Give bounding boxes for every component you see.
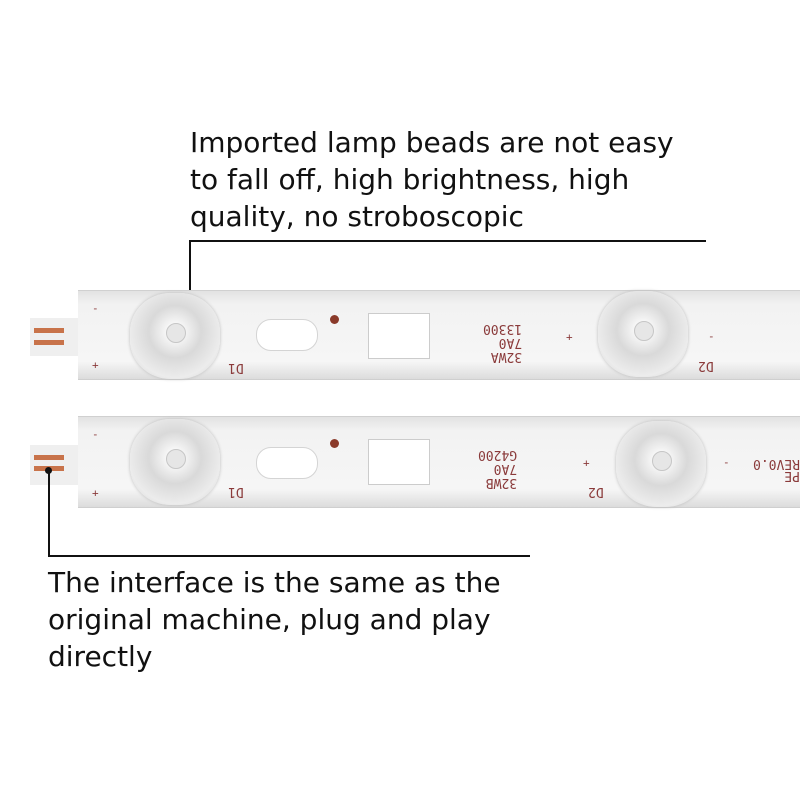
callout-bottom-line — [48, 555, 530, 557]
caption-line: original machine, plug and play — [48, 603, 491, 636]
silk-minus: - — [708, 331, 715, 344]
led-lens — [616, 421, 706, 507]
silk-d2: D2 — [698, 358, 714, 373]
silk-plus: + — [566, 331, 573, 344]
silk-plus: + — [92, 487, 99, 500]
callout-top-line — [190, 240, 706, 242]
connector-pad — [34, 340, 64, 345]
cutout — [368, 313, 430, 359]
silk-d1: D1 — [228, 484, 244, 499]
silk-plus: + — [583, 457, 590, 470]
caption-line: directly — [48, 640, 153, 673]
caption-line: Imported lamp beads are not easy — [190, 126, 674, 159]
caption-line: quality, no stroboscopic — [190, 200, 524, 233]
silk-minus: - — [723, 457, 730, 470]
silk-d1: D1 — [228, 360, 244, 375]
cutout — [368, 439, 430, 485]
led-lens — [598, 291, 688, 377]
callout-top-text: Imported lamp beads are not easy to fall… — [190, 124, 674, 235]
mount-hole — [256, 319, 318, 351]
connector-pad — [34, 455, 64, 460]
callout-bottom-leader — [48, 470, 50, 556]
silk-minus: - — [92, 303, 99, 316]
led-lens — [130, 419, 220, 505]
mount-hole — [256, 447, 318, 479]
via — [330, 315, 339, 324]
silk-minus: - — [92, 429, 99, 442]
caption-line: to fall off, high brightness, high — [190, 163, 630, 196]
connector-tab — [30, 318, 80, 356]
caption-line: The interface is the same as the — [48, 566, 501, 599]
silk-d2: D2 — [588, 484, 604, 499]
callout-bottom-text: The interface is the same as the origina… — [48, 564, 501, 675]
via — [330, 439, 339, 448]
silk-rev: PE REV0.0 — [753, 456, 800, 483]
connector-pad — [34, 328, 64, 333]
led-lens — [130, 293, 220, 379]
silk-plus: + — [92, 359, 99, 372]
callout-top-leader — [189, 240, 191, 312]
connector-tab — [30, 445, 80, 485]
